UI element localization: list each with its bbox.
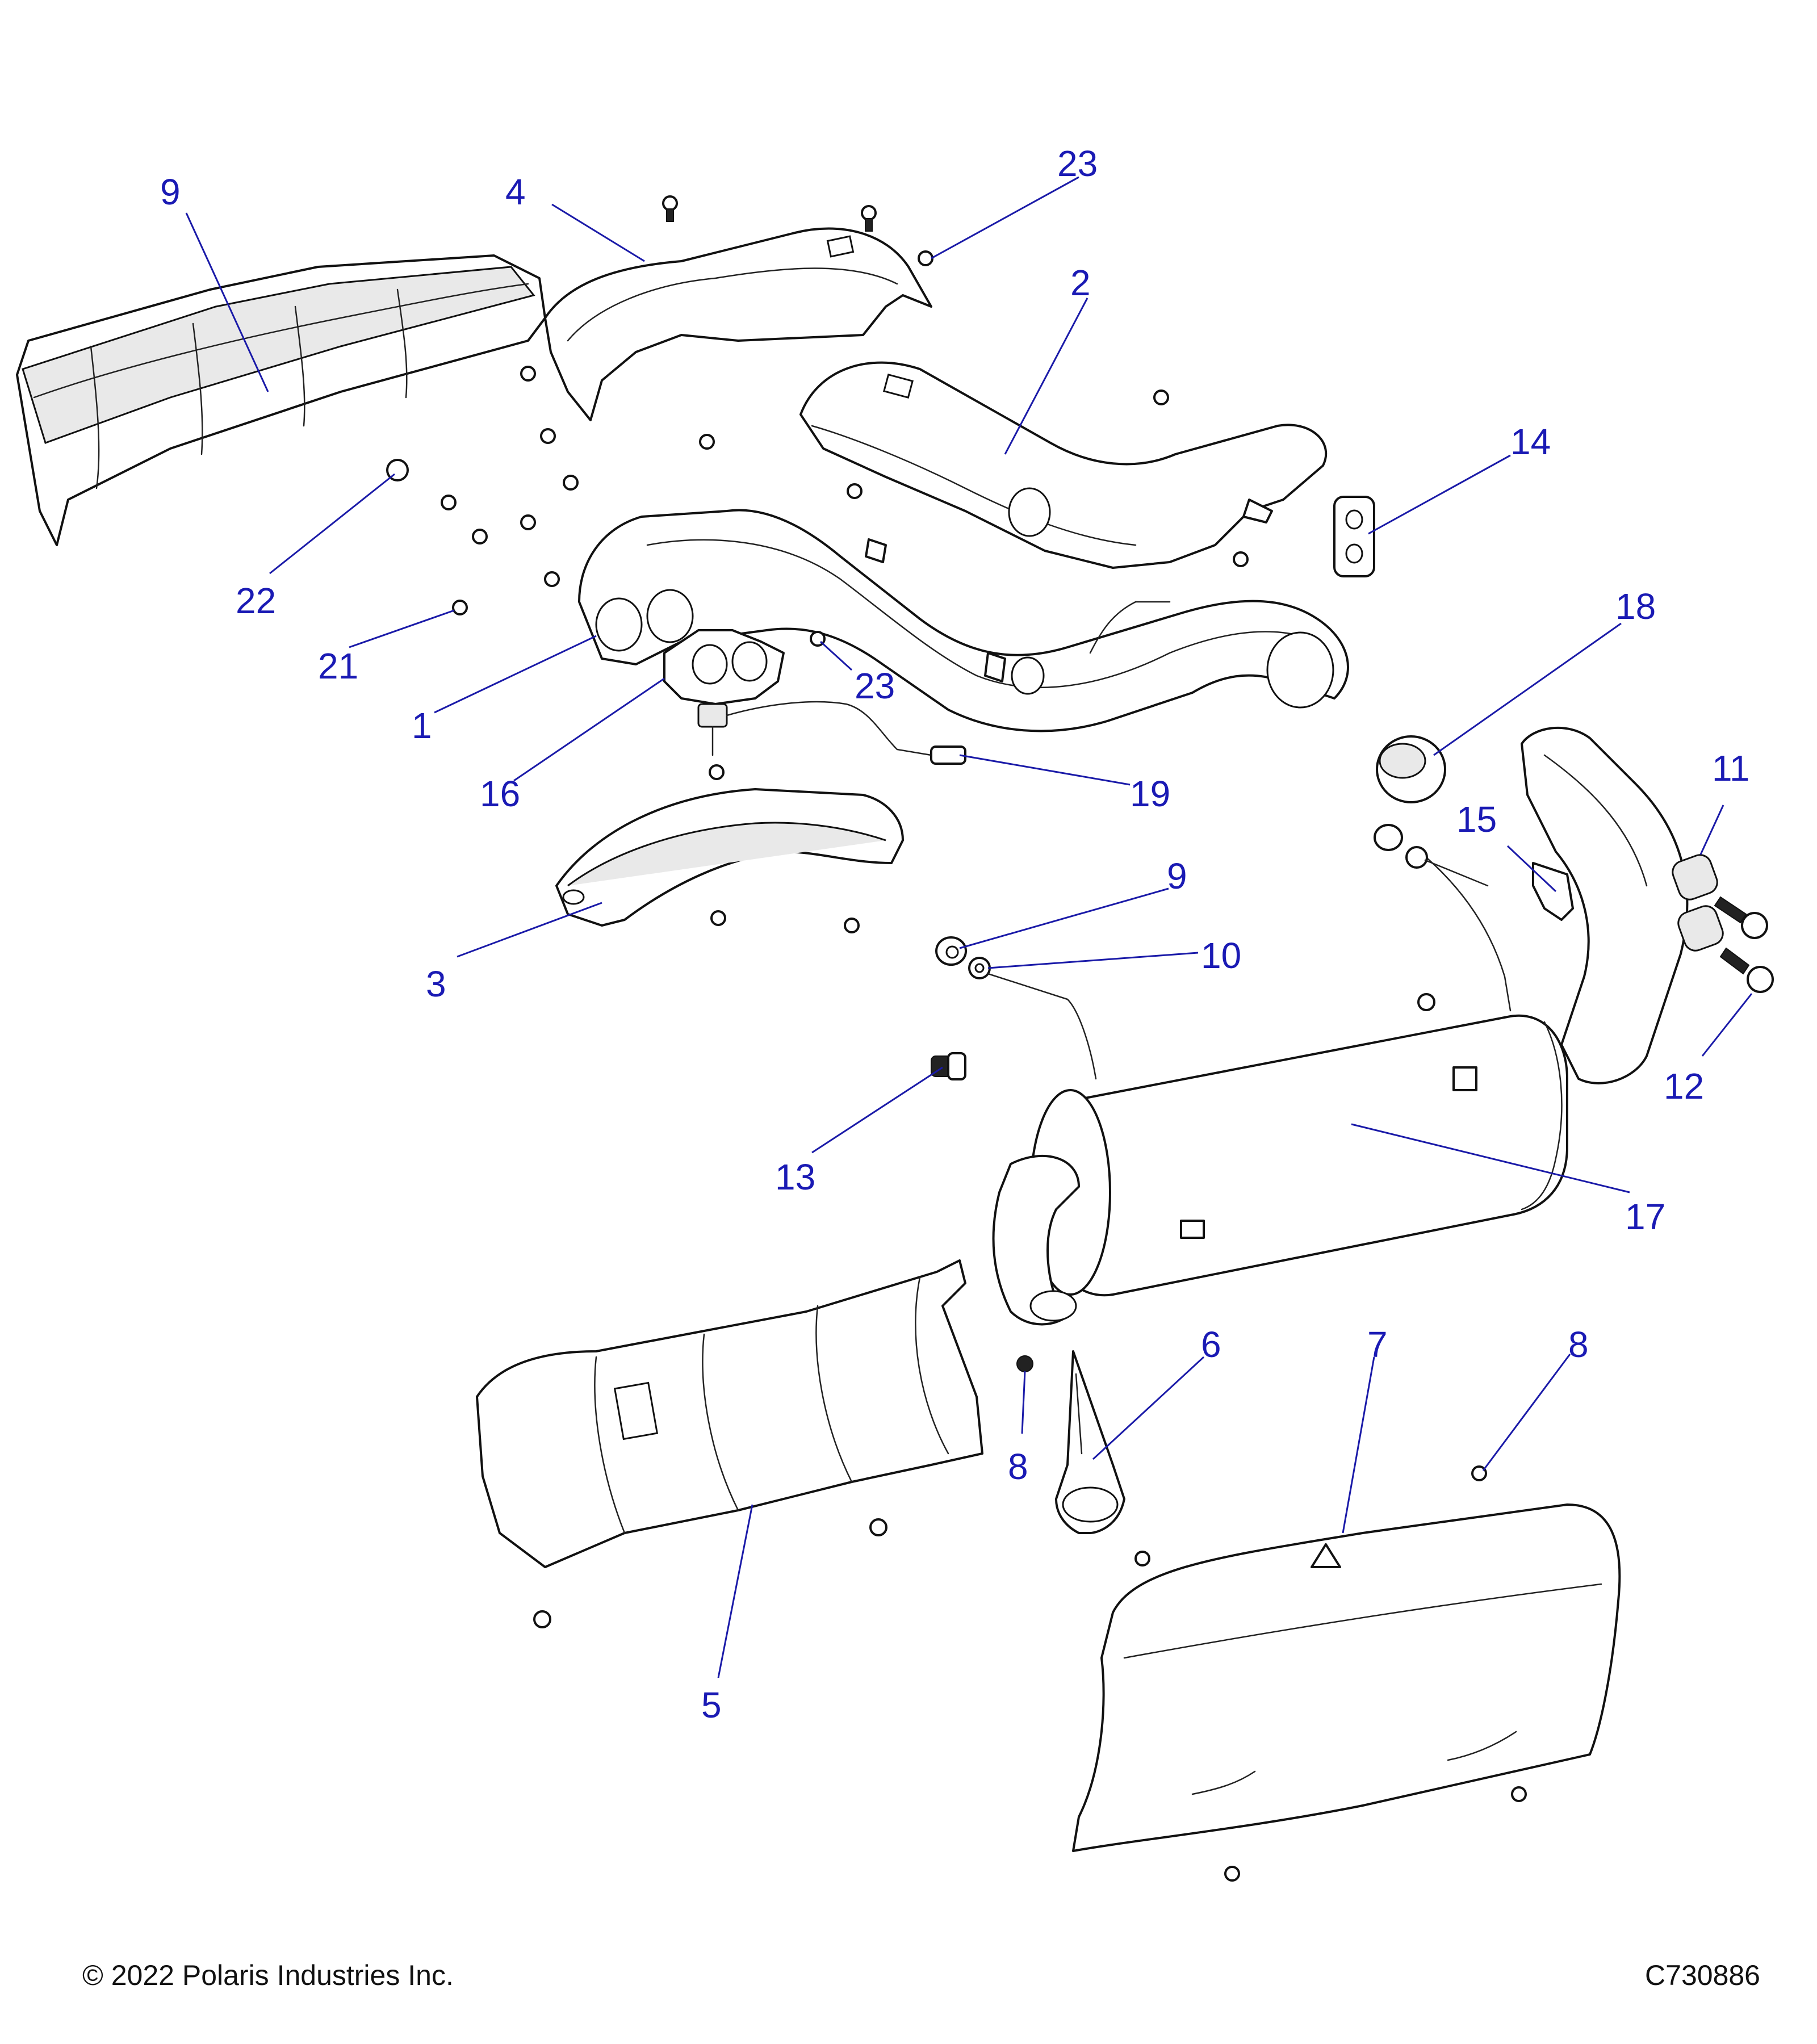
callout-15: 13 xyxy=(775,1157,815,1197)
part-muffler-18 xyxy=(992,726,1689,1326)
part-heat-shield-7 xyxy=(1072,1503,1621,1852)
callout-10: 9 xyxy=(1167,856,1187,897)
part-exhaust-manifold-1 xyxy=(578,509,1349,732)
fasteners xyxy=(386,195,1527,1882)
callout-2: 2 xyxy=(1070,262,1091,303)
callout-12: 11 xyxy=(1712,748,1749,789)
callout-16: 15 xyxy=(1456,799,1497,840)
callout-8-left: 8 xyxy=(1008,1446,1028,1487)
part-o2-sensor-20 xyxy=(697,701,966,765)
part-isolator-14 xyxy=(1333,496,1375,577)
callout-19: 18 xyxy=(1615,586,1656,627)
callout-17: 16 xyxy=(480,773,520,814)
callout-7: 7 xyxy=(1367,1324,1388,1365)
callout-6: 6 xyxy=(1201,1324,1221,1365)
callout-23-mid: 23 xyxy=(855,665,895,706)
part-gasket-17 xyxy=(663,629,785,705)
callout-9: 9 xyxy=(160,171,181,212)
callout-20: 19 xyxy=(1130,773,1170,814)
part-heat-shield-4 xyxy=(544,227,932,421)
callout-13: 12 xyxy=(1664,1066,1704,1107)
copyright-notice: © 2022 Polaris Industries Inc. xyxy=(82,1959,454,1991)
callout-3: 3 xyxy=(426,964,446,1004)
callout-14: 14 xyxy=(1510,421,1551,462)
part-heat-shield-2 xyxy=(799,361,1328,569)
callout-labels: 9 4 23 2 14 22 18 21 23 1 16 19 11 15 9 … xyxy=(160,143,1749,1725)
callout-5: 5 xyxy=(701,1685,722,1725)
leader-lines xyxy=(185,176,1753,1678)
part-heat-shield-5 xyxy=(476,1259,983,1568)
callout-1: 1 xyxy=(412,705,432,746)
part-rubber-mount-15 xyxy=(931,1052,966,1080)
part-bracket-16 xyxy=(1418,851,1574,1012)
callout-23-top: 23 xyxy=(1057,143,1098,184)
callout-4: 4 xyxy=(505,171,526,212)
figure-id: C730886 xyxy=(1645,1959,1760,1991)
part-seal-19 xyxy=(1376,735,1446,803)
callout-11: 10 xyxy=(1201,935,1241,976)
callout-8-right: 8 xyxy=(1568,1324,1589,1365)
part-washers-10-11 xyxy=(935,824,1489,1080)
part-heat-shield-3 xyxy=(555,788,904,927)
part-heat-shield-9 xyxy=(16,254,546,546)
callout-22: 22 xyxy=(236,580,276,621)
part-spark-arrestor-6 xyxy=(1055,1350,1125,1534)
callout-18: 17 xyxy=(1625,1196,1665,1237)
callout-21: 21 xyxy=(318,646,358,686)
part-springs-bolts-12-13 xyxy=(1672,854,1774,993)
